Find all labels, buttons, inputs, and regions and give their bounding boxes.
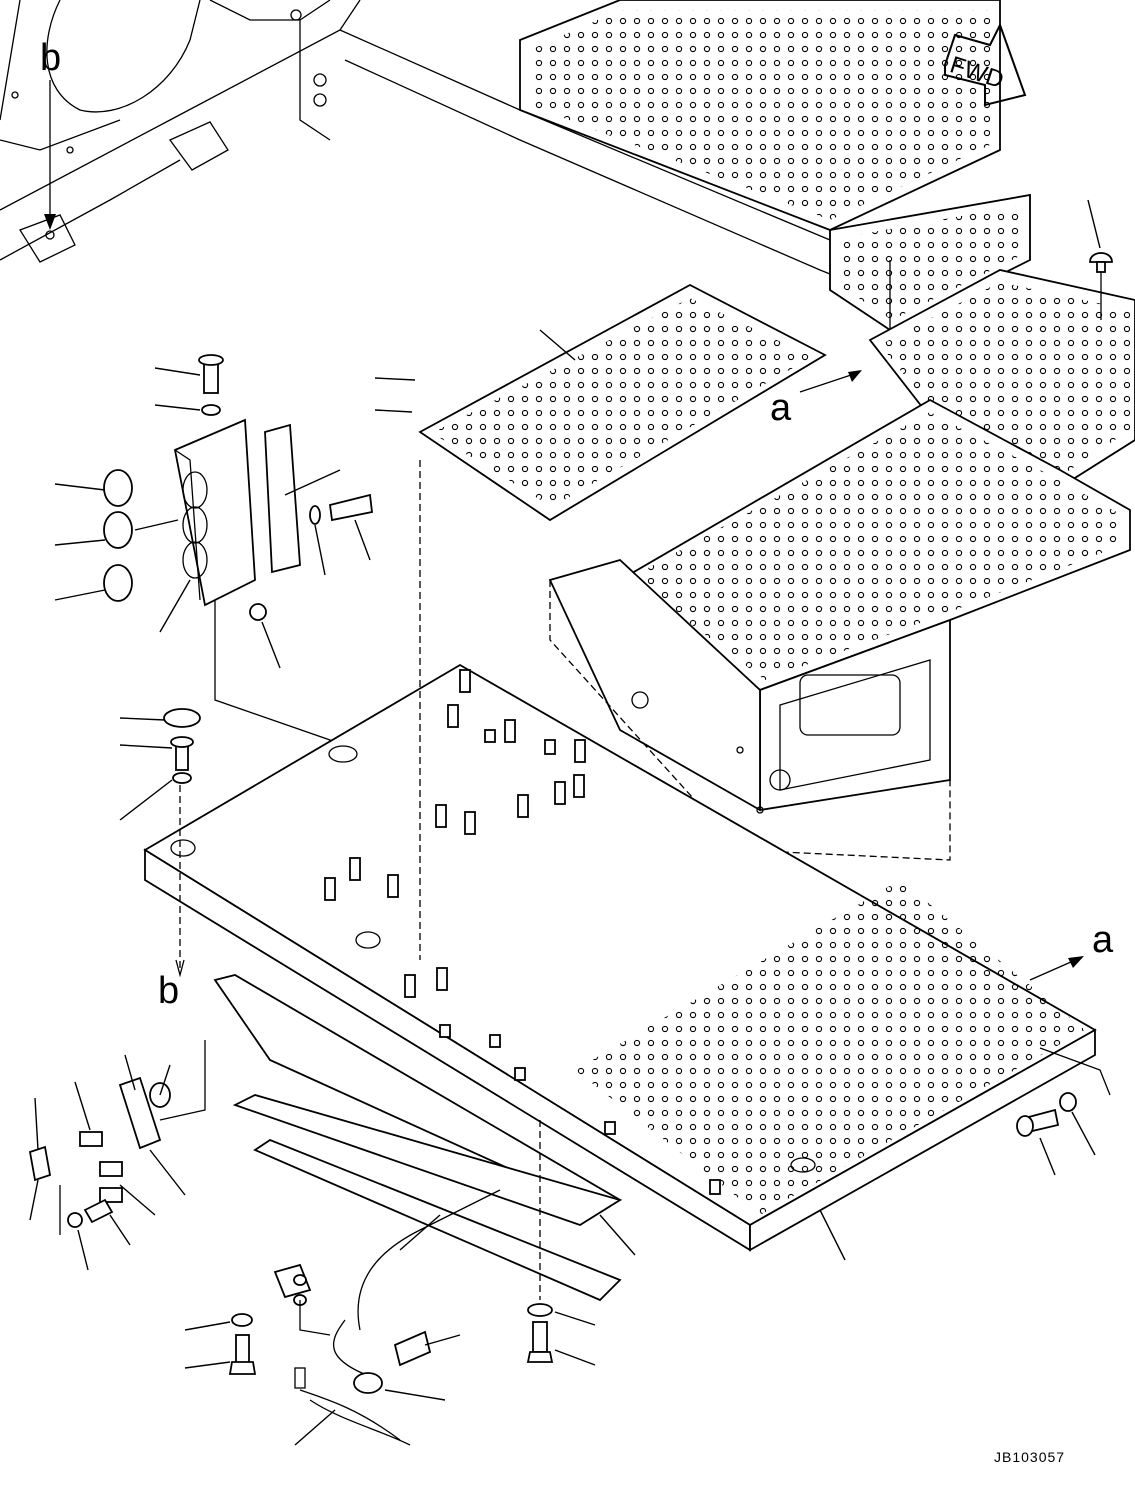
right-bolt: [1016, 1047, 1111, 1176]
upper-right-box: [519, 0, 1031, 332]
cover-plate: [418, 283, 827, 522]
view-a-upper: a: [770, 370, 862, 429]
upper-frame: [0, 0, 1001, 301]
lower-strip-assembly: [159, 974, 636, 1366]
grommet-pin: [1087, 199, 1113, 320]
harness-assembly: [184, 1189, 501, 1446]
view-a-label-lower: a: [1092, 919, 1114, 961]
view-a-lower: a: [1029, 919, 1114, 981]
drawing-id: JB103057: [994, 1449, 1065, 1465]
view-b-label-upper: b: [40, 37, 61, 79]
view-b-upper: b: [40, 37, 61, 230]
floor-frame: [143, 460, 1097, 1261]
floor-standoffs: [324, 669, 721, 1195]
view-a-label-upper: a: [770, 387, 792, 429]
view-b-lower: b: [158, 970, 179, 1012]
side-cover: [548, 269, 1135, 861]
latch-parts: [28, 1054, 186, 1271]
view-b-label-lower: b: [158, 970, 179, 1012]
